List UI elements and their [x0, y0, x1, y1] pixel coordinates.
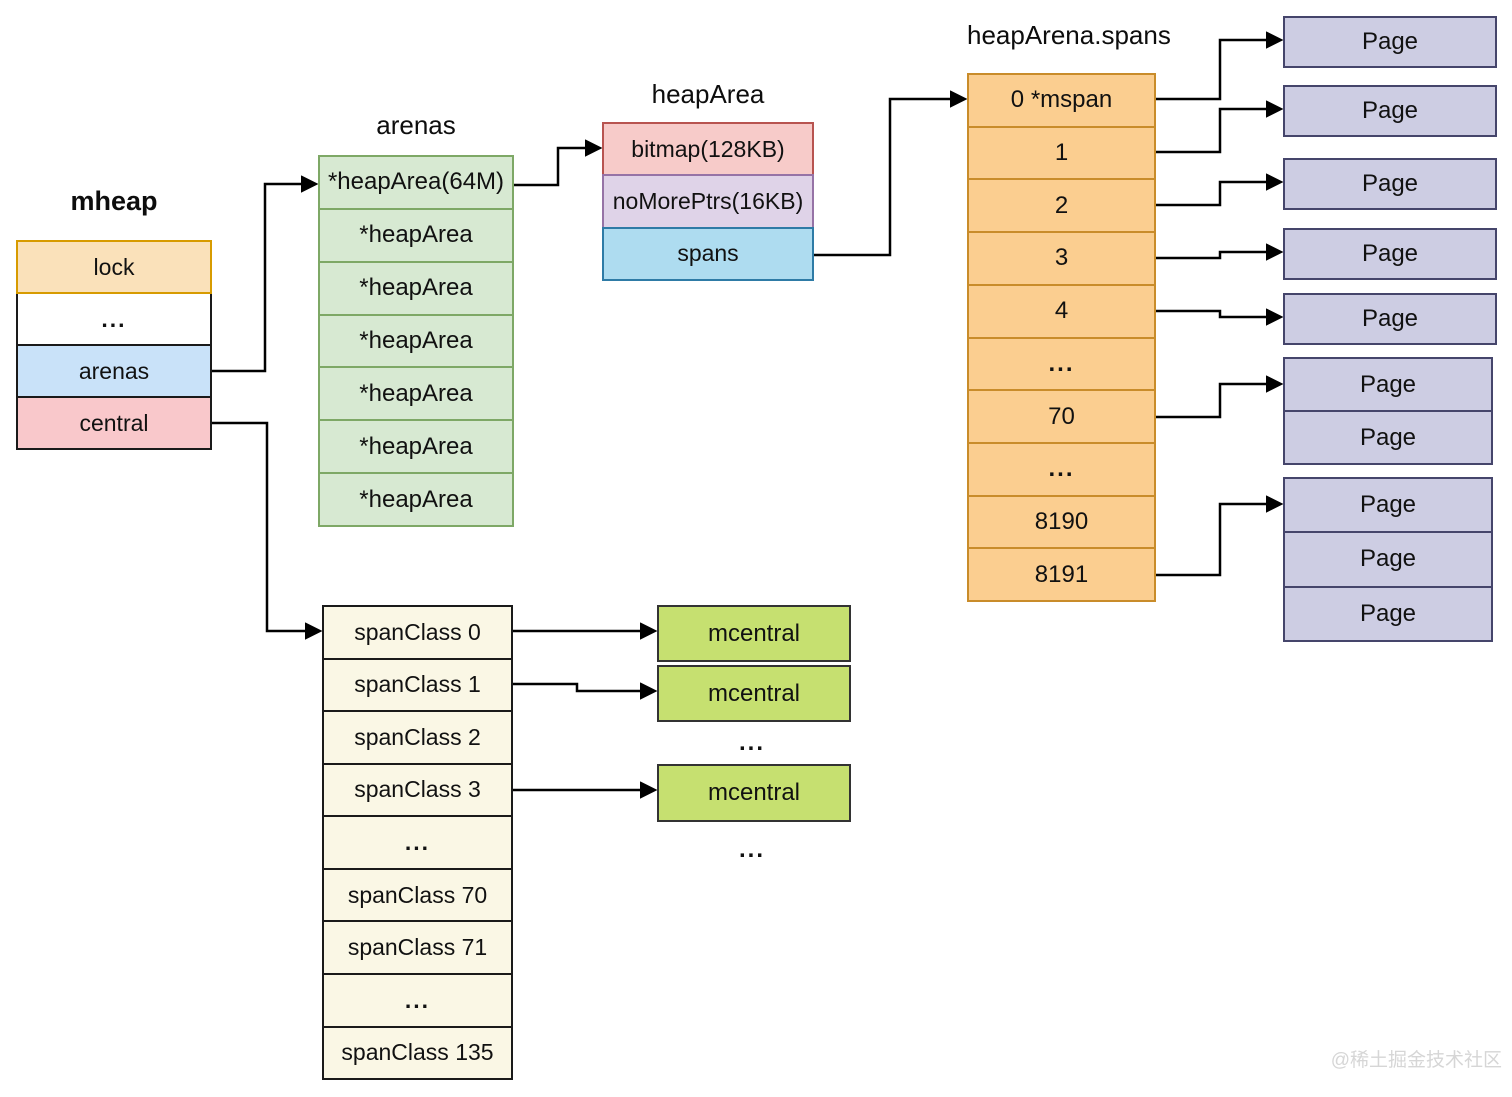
- page-box: Page: [1283, 293, 1497, 345]
- mheap-title: mheap: [70, 186, 158, 216]
- mcentral-box: mcentral: [657, 764, 851, 822]
- mspan-slot-ellipsis: ...: [967, 441, 1156, 497]
- span-class-row: spanClass 71: [322, 920, 513, 975]
- page-box: Page: [1283, 357, 1493, 412]
- span-class-row: spanClass 135: [322, 1025, 513, 1081]
- mspan-slot-row: 3: [967, 231, 1156, 286]
- mcentral-box: mcentral: [657, 665, 851, 722]
- heap-area-pointer-row: *heapArea: [318, 419, 514, 475]
- page-group-two: Page Page: [1283, 357, 1493, 465]
- page-box: Page: [1283, 85, 1497, 137]
- heap-arena-spans-title: heapArena.spans: [967, 20, 1171, 50]
- page-box: Page: [1283, 228, 1497, 280]
- mspan-slot-row: 4: [967, 283, 1156, 339]
- mheap-field-lock: lock: [16, 240, 212, 294]
- mspan-slot-row: 8191: [967, 547, 1156, 603]
- heap-area-pointer-row: *heapArea: [318, 260, 514, 316]
- heap-area-pointer-row: *heapArea: [318, 313, 514, 369]
- heap-area-struct: bitmap(128KB) noMorePtrs(16KB) spans: [602, 122, 814, 281]
- heap-area-spans-row: spans: [602, 226, 814, 281]
- page-box: Page: [1283, 16, 1497, 68]
- mspan-slot-row: 1: [967, 125, 1156, 181]
- mheap-struct: lock ... arenas central: [16, 240, 212, 450]
- page-group-three: Page Page Page: [1283, 477, 1493, 642]
- span-class-array: spanClass 0 spanClass 1 spanClass 2 span…: [322, 605, 513, 1081]
- mspan-slot-row: 70: [967, 389, 1156, 444]
- mspan-slot-row: 2: [967, 178, 1156, 234]
- mspan-slot-ellipsis: ...: [967, 336, 1156, 392]
- page-box: Page: [1283, 477, 1493, 534]
- span-class-ellipsis: ...: [322, 815, 513, 870]
- mspan-slot-row: 0 *mspan: [967, 73, 1156, 128]
- heap-area-nomoreptrs-row: noMorePtrs(16KB): [602, 174, 814, 229]
- span-class-ellipsis: ...: [322, 972, 513, 1028]
- span-class-row: spanClass 3: [322, 762, 513, 818]
- mcentral-ellipsis: ...: [738, 836, 765, 863]
- mcentral-box: mcentral: [657, 605, 851, 662]
- mcentral-ellipsis: ...: [738, 729, 765, 756]
- mheap-field-ellipsis: ...: [16, 292, 212, 346]
- heap-area-pointer-row: *heapArea: [318, 472, 514, 528]
- mspan-slot-row: 8190: [967, 494, 1156, 550]
- heap-area-pointer-row: *heapArea: [318, 207, 514, 263]
- arenas-title: arenas: [376, 110, 456, 140]
- page-box: Page: [1283, 585, 1493, 642]
- mheap-field-arenas: arenas: [16, 344, 212, 398]
- span-class-row: spanClass 70: [322, 867, 513, 923]
- mheap-field-central: central: [16, 396, 212, 450]
- page-box: Page: [1283, 531, 1493, 588]
- page-box: Page: [1283, 410, 1493, 465]
- span-class-row: spanClass 2: [322, 710, 513, 765]
- heap-area-pointer-row: *heapArea: [318, 366, 514, 422]
- heap-area-bitmap-row: bitmap(128KB): [602, 122, 814, 177]
- span-class-row: spanClass 0: [322, 605, 513, 660]
- heap-area-title: heapArea: [651, 79, 765, 109]
- heap-arena-spans-array: 0 *mspan 1 2 3 4 ... 70 ... 8190 8191: [967, 73, 1156, 603]
- watermark: @稀土掘金技术社区: [1330, 1050, 1502, 1071]
- span-class-row: spanClass 1: [322, 657, 513, 713]
- arenas-array: *heapArea(64M) *heapArea *heapArea *heap…: [318, 155, 514, 528]
- heap-area-pointer-row: *heapArea(64M): [318, 155, 514, 210]
- page-box: Page: [1283, 158, 1497, 210]
